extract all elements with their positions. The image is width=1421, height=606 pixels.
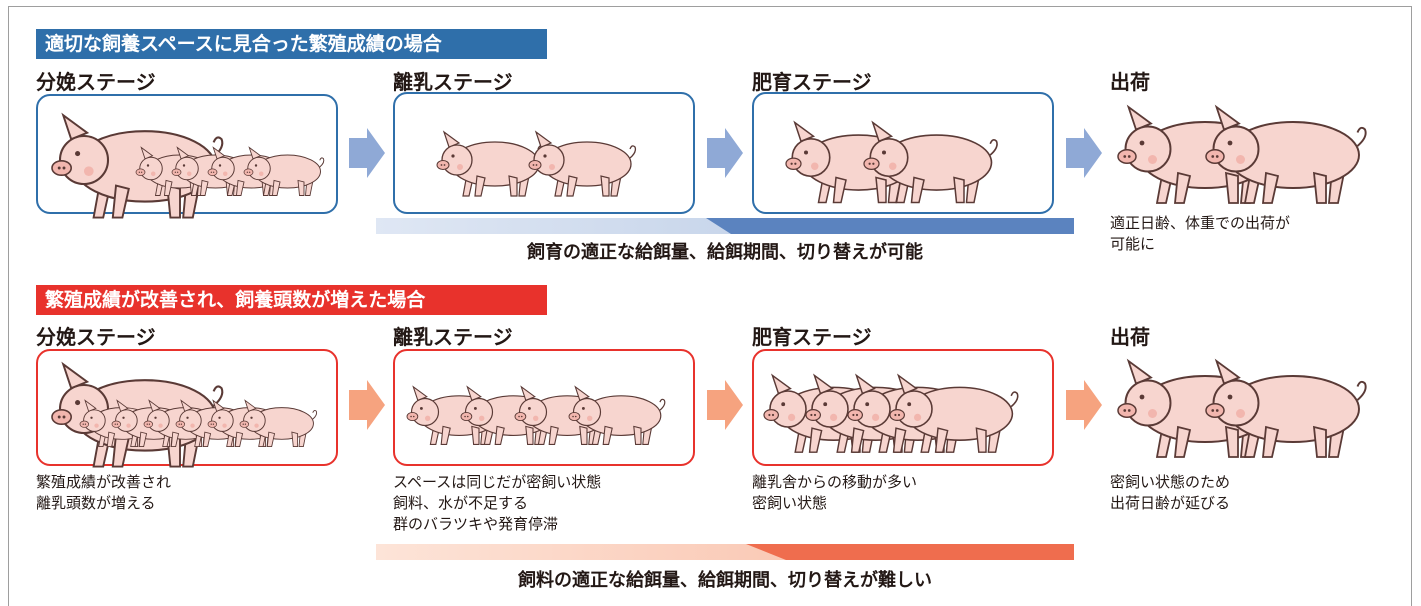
- farrowing-pen: [36, 349, 338, 468]
- arrow-right-icon: [707, 128, 743, 178]
- stage-label-weaning: 離乳ステージ: [393, 70, 513, 94]
- stage-label-finishing: 肥育ステージ: [752, 70, 872, 94]
- farrowing-note: 繁殖成績が改善され 離乳頭数が増える: [36, 472, 171, 514]
- weaning-pen: [393, 349, 695, 466]
- shipping-note: 適正日齢、体重での出荷が 可能に: [1110, 213, 1290, 255]
- pig-icon: [1205, 104, 1367, 204]
- stage-label-weaning: 離乳ステージ: [393, 325, 513, 349]
- finishing-pen: [752, 92, 1054, 214]
- finishing-note: 離乳舎からの移動が多い 密飼い状態: [752, 472, 917, 514]
- pig-icon: [1205, 358, 1367, 458]
- feeding-bar-caption: 飼料の適正な給餌量、給餌期間、切り替えが難しい: [518, 570, 932, 591]
- note-line: 群のバラツキや発育停滞: [393, 515, 559, 533]
- pig-group: [51, 361, 318, 468]
- shipping-pigs: [1108, 92, 1408, 207]
- stage-label-shipping: 出荷: [1110, 70, 1150, 94]
- arrow-right-icon: [1066, 380, 1102, 430]
- pig-icon: [243, 146, 325, 196]
- pig-group: [406, 385, 666, 445]
- arrow-right-icon: [707, 380, 743, 430]
- pig-icon: [889, 373, 1019, 453]
- note-line: 繁殖成績が改善され: [36, 473, 172, 491]
- feeding-bar: [376, 544, 1074, 560]
- note-line: スペースは同じだが密飼い状態: [393, 473, 602, 491]
- note-line: 離乳舎からの移動が多い: [752, 473, 918, 491]
- pig-group: [785, 120, 998, 204]
- shipping-pigs: [1108, 346, 1408, 461]
- stage-label-farrowing: 分娩ステージ: [36, 70, 156, 94]
- note-line: 可能に: [1110, 235, 1156, 253]
- pig-group: [51, 112, 325, 219]
- scenario-normal-banner: 適切な飼養スペースに見合った繁殖成績の場合: [36, 29, 547, 59]
- note-line: 密飼い状態: [752, 494, 828, 512]
- pig-group: [763, 373, 1019, 453]
- pig-icon: [568, 385, 666, 445]
- diagram-frame: [8, 6, 1412, 606]
- stage-label-farrowing: 分娩ステージ: [36, 325, 156, 349]
- pig-icon: [863, 120, 998, 204]
- arrow-right-icon: [349, 128, 385, 178]
- weaning-pen: [393, 92, 695, 214]
- note-line: 飼料、水が不足する: [393, 494, 529, 512]
- stage-label-finishing: 肥育ステージ: [752, 325, 872, 349]
- farrowing-pen: [36, 94, 338, 219]
- scenario-improved-banner: 繁殖成績が改善され、飼養頭数が増えた場合: [36, 285, 547, 315]
- arrow-right-icon: [349, 380, 385, 430]
- note-line: 出荷日齢が延びる: [1110, 494, 1231, 512]
- note-line: 離乳頭数が増える: [36, 494, 156, 512]
- pig-icon: [239, 399, 318, 447]
- pig-icon: [528, 130, 637, 197]
- note-line: 適正日齢、体重での出荷が: [1110, 214, 1291, 232]
- weaning-note: スペースは同じだが密飼い状態 飼料、水が不足する 群のバラツキや発育停滞: [393, 472, 601, 535]
- stage-label-shipping: 出荷: [1110, 325, 1150, 349]
- note-line: 密飼い状態のため: [1110, 473, 1231, 491]
- pig-icon: [436, 130, 545, 197]
- pig-group: [1117, 104, 1367, 204]
- arrow-right-icon: [1066, 128, 1102, 178]
- feeding-bar-caption: 飼育の適正な給餌量、給餌期間、切り替えが可能: [527, 242, 923, 263]
- feeding-bar: [376, 218, 1074, 234]
- pig-group: [436, 130, 637, 197]
- pig-group: [1117, 358, 1367, 458]
- finishing-pen: [752, 349, 1054, 466]
- shipping-note: 密飼い状態のため 出荷日齢が延びる: [1110, 472, 1230, 514]
